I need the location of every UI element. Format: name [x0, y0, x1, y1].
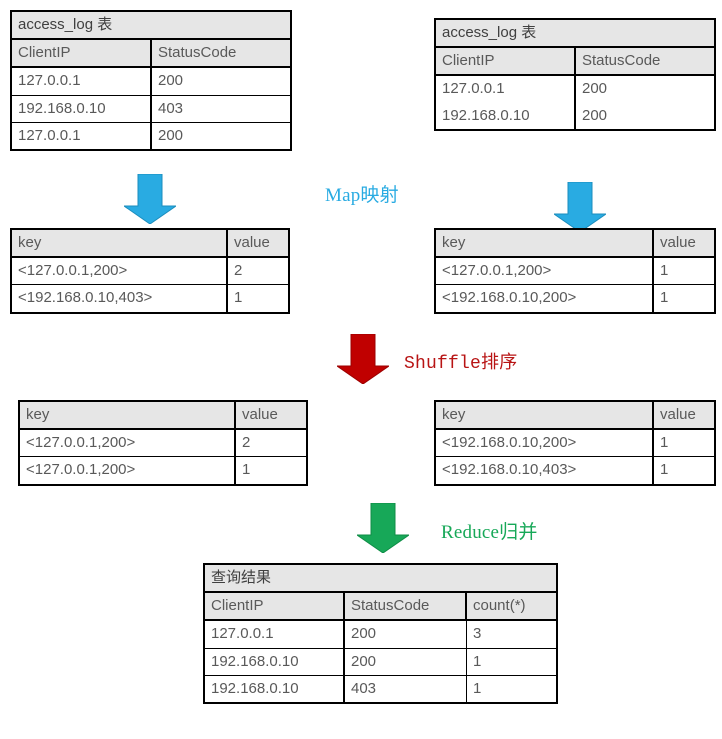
cell-clientip: 192.168.0.10	[205, 648, 345, 675]
map-output-table-left: key value <127.0.0.1,200> 2 <192.168.0.1…	[10, 228, 290, 314]
cell-value: 1	[660, 262, 669, 280]
column-header-statuscode: StatusCode	[345, 593, 467, 620]
input-left-title: access_log 表	[12, 12, 290, 39]
result-title: 查询结果	[205, 565, 556, 592]
map-arrow-right	[554, 182, 606, 232]
cell-key: <127.0.0.1,200>	[20, 457, 236, 484]
cell-statuscode: 403	[158, 99, 184, 117]
cell-value: 2	[242, 434, 251, 452]
cell-clientip: 127.0.0.1	[12, 122, 152, 149]
table-row: <192.168.0.10,403> 1	[436, 457, 714, 484]
column-header-statuscode: StatusCode	[152, 40, 290, 67]
table-row: 127.0.0.1 200 3	[205, 621, 556, 649]
column-header-count: count(*)	[467, 593, 556, 620]
cell-statuscode: 200	[158, 126, 184, 144]
shuffle-output-table-right: key value <192.168.0.10,200> 1 <192.168.…	[434, 400, 716, 486]
cell-count: 3	[473, 625, 482, 643]
input-table-right: access_log 表 ClientIP StatusCode 127.0.0…	[434, 18, 716, 131]
table-header-row: key value	[12, 230, 288, 259]
cell-statuscode: 200	[345, 621, 467, 648]
cell-statuscode: 200	[345, 648, 467, 675]
table-row: <192.168.0.10,403> 1	[12, 285, 288, 312]
table-row: <192.168.0.10,200> 1	[436, 285, 714, 312]
down-arrow-icon	[357, 503, 409, 553]
shuffle-arrow	[337, 334, 389, 384]
stage-label-map: Map映射	[325, 185, 399, 206]
cell-statuscode: 200	[582, 106, 608, 124]
down-arrow-icon	[124, 174, 176, 224]
table-row: 127.0.0.1 200	[12, 122, 290, 149]
table-row: <127.0.0.1,200> 2	[20, 430, 306, 458]
column-header-statuscode: StatusCode	[576, 48, 714, 75]
table-row: 192.168.0.10 200	[436, 102, 714, 129]
cell-count: 1	[473, 679, 482, 697]
table-header-row: ClientIP StatusCode count(*)	[205, 593, 556, 622]
table-title-row: 查询结果	[205, 565, 556, 594]
cell-clientip: 127.0.0.1	[436, 76, 576, 103]
cell-clientip: 127.0.0.1	[12, 68, 152, 95]
cell-clientip: 192.168.0.10	[436, 102, 576, 129]
column-header-value: value	[654, 230, 714, 257]
column-header-value: value	[654, 402, 714, 429]
cell-clientip: 127.0.0.1	[205, 621, 345, 648]
cell-key: <127.0.0.1,200>	[436, 258, 654, 285]
cell-statuscode: 403	[345, 675, 467, 702]
stage-label-shuffle: Shuffle排序	[404, 354, 518, 374]
input-table-left: access_log 表 ClientIP StatusCode 127.0.0…	[10, 10, 292, 151]
result-table: 查询结果 ClientIP StatusCode count(*) 127.0.…	[203, 563, 558, 704]
cell-value: 1	[660, 434, 669, 452]
column-header-key: key	[436, 230, 654, 257]
table-row: 127.0.0.1 200	[12, 68, 290, 96]
table-header-row: ClientIP StatusCode	[12, 40, 290, 69]
cell-statuscode: 200	[582, 80, 608, 98]
stage-label-reduce: Reduce归并	[441, 522, 538, 543]
table-header-row: key value	[20, 402, 306, 431]
table-row: <127.0.0.1,200> 1	[20, 457, 306, 484]
column-header-clientip: ClientIP	[205, 593, 345, 620]
cell-key: <192.168.0.10,403>	[12, 285, 228, 312]
reduce-arrow	[357, 503, 409, 553]
table-title-row: access_log 表	[436, 20, 714, 49]
cell-statuscode: 200	[158, 72, 184, 90]
cell-count: 1	[473, 652, 482, 670]
table-row: 127.0.0.1 200	[436, 76, 714, 103]
column-header-key: key	[436, 402, 654, 429]
table-row: 192.168.0.10 200 1	[205, 648, 556, 676]
down-arrow-icon	[554, 182, 606, 232]
cell-key: <192.168.0.10,403>	[436, 457, 654, 484]
cell-key: <127.0.0.1,200>	[12, 258, 228, 285]
table-row: <127.0.0.1,200> 1	[436, 258, 714, 286]
cell-clientip: 192.168.0.10	[205, 675, 345, 702]
column-header-value: value	[228, 230, 288, 257]
cell-key: <127.0.0.1,200>	[20, 430, 236, 457]
cell-key: <192.168.0.10,200>	[436, 430, 654, 457]
map-output-table-right: key value <127.0.0.1,200> 1 <192.168.0.1…	[434, 228, 716, 314]
table-title-row: access_log 表	[12, 12, 290, 41]
table-row: <127.0.0.1,200> 2	[12, 258, 288, 286]
map-arrow-left	[124, 174, 176, 224]
shuffle-output-table-left: key value <127.0.0.1,200> 2 <127.0.0.1,2…	[18, 400, 308, 486]
cell-value: 1	[242, 461, 251, 479]
column-header-clientip: ClientIP	[12, 40, 152, 67]
column-header-value: value	[236, 402, 306, 429]
cell-value: 1	[660, 461, 669, 479]
down-arrow-icon	[337, 334, 389, 384]
column-header-key: key	[20, 402, 236, 429]
cell-value: 2	[234, 262, 243, 280]
column-header-key: key	[12, 230, 228, 257]
table-header-row: key value	[436, 230, 714, 259]
table-header-row: ClientIP StatusCode	[436, 48, 714, 77]
table-row: <192.168.0.10,200> 1	[436, 430, 714, 458]
table-row: 192.168.0.10 403 1	[205, 675, 556, 702]
input-right-title: access_log 表	[436, 20, 714, 47]
cell-key: <192.168.0.10,200>	[436, 285, 654, 312]
table-header-row: key value	[436, 402, 714, 431]
column-header-clientip: ClientIP	[436, 48, 576, 75]
table-row: 192.168.0.10 403	[12, 95, 290, 123]
cell-value: 1	[234, 289, 243, 307]
cell-clientip: 192.168.0.10	[12, 95, 152, 122]
cell-value: 1	[660, 289, 669, 307]
